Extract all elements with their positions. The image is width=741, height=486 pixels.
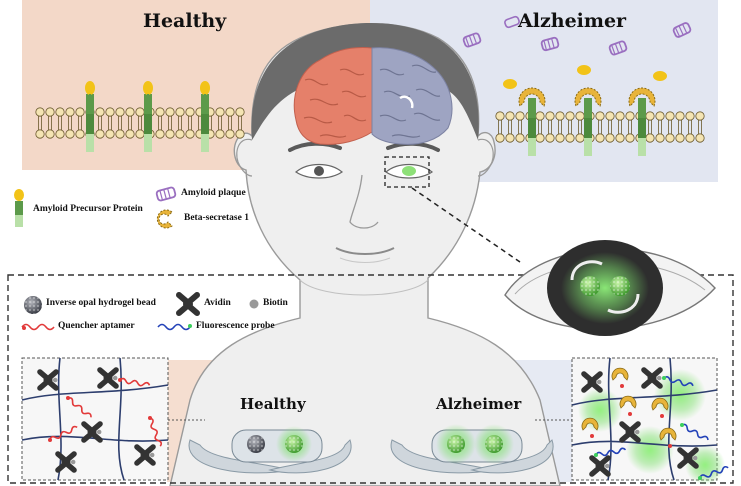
legend-app-label: Amyloid Precursor Protein [33, 204, 143, 214]
bottom-healthy-title: Healthy [240, 395, 306, 413]
legend-avidin-icon [176, 292, 200, 316]
legend-bace-label: Beta-secretase 1 [184, 213, 249, 223]
bottom-dashed-frame [7, 274, 734, 484]
top-healthy-title: Healthy [143, 10, 227, 32]
legend-bace-icon [156, 209, 173, 229]
amyloid-plaques [462, 15, 692, 89]
healthy-membrane [35, 81, 245, 152]
eye-zoom-box [384, 156, 430, 188]
alzheimer-brain [371, 47, 453, 145]
healthy-device [188, 426, 352, 474]
alzheimer-network [571, 357, 725, 485]
legend-plaque-icon [155, 186, 177, 202]
legend-app-icon [14, 189, 24, 227]
legend-avidin-label: Avidin [204, 298, 231, 308]
alzheimer-device [390, 424, 554, 474]
legend-biotin-label: Biotin [263, 298, 288, 308]
legend-probe-icon [157, 323, 191, 331]
healthy-brain [293, 47, 373, 145]
network-items [37, 367, 729, 480]
legend-plaque-label: Amyloid plaque [181, 188, 246, 198]
bottom-alzheimer-title: Alzheimer [436, 395, 522, 413]
legend-biotin-icon [249, 299, 259, 309]
legend-quencher-icon [21, 323, 55, 331]
top-alzheimer-title: Alzheimer [518, 10, 627, 32]
legend-bead-label: Inverse opal hydrogel bead [46, 298, 156, 308]
alzheimer-membrane [495, 87, 705, 156]
face-illustration [169, 22, 561, 486]
legend-quencher-label: Quencher aptamer [58, 321, 135, 331]
legend-probe-label: Fluorescence probe [196, 321, 275, 331]
zoomed-eye [504, 240, 716, 336]
